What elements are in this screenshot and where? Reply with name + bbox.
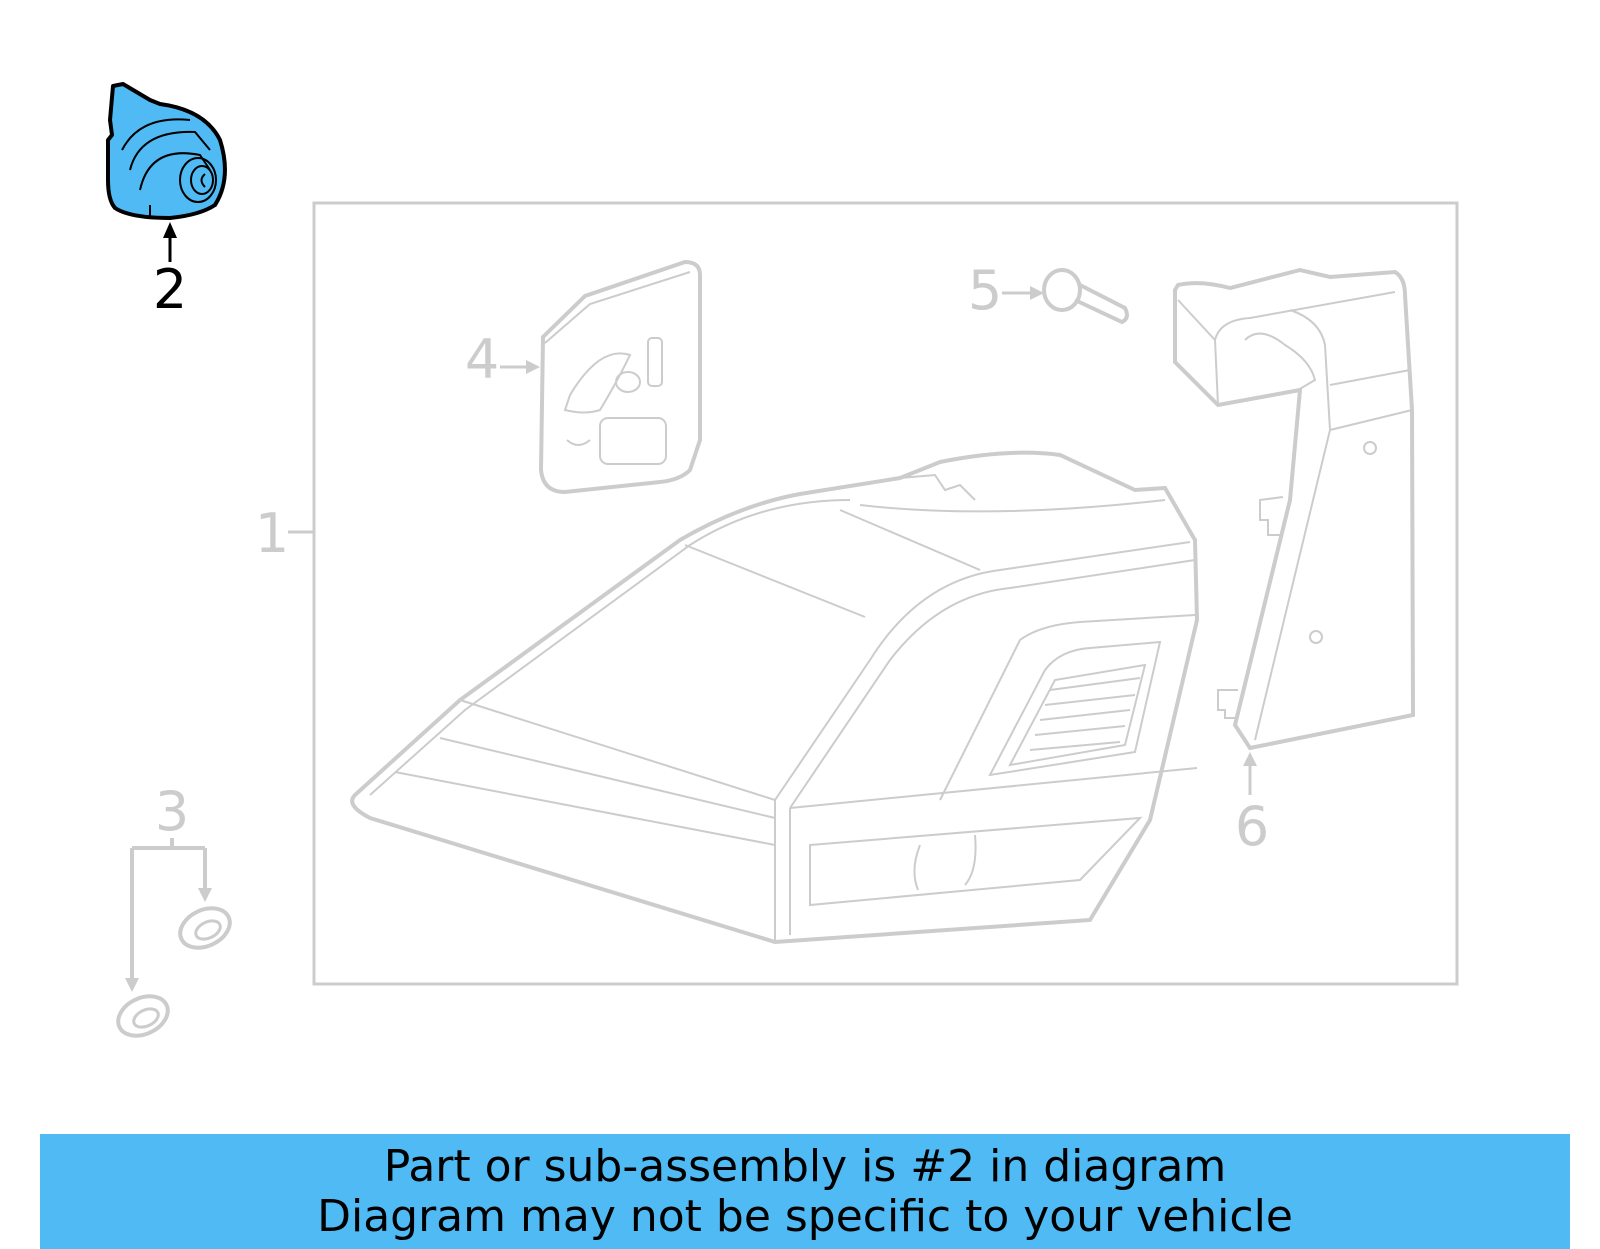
info-banner: Part or sub-assembly is #2 in diagram Di… <box>40 1134 1570 1249</box>
part-4-panel[interactable] <box>538 259 702 495</box>
part-1-tail-lamp[interactable] <box>350 450 1200 945</box>
svg-text:1: 1 <box>255 502 289 565</box>
banner-line-disclaimer: Diagram may not be specific to your vehi… <box>317 1190 1293 1242</box>
svg-text:3: 3 <box>155 780 189 843</box>
svg-text:5: 5 <box>968 259 1002 322</box>
svg-text:4: 4 <box>465 328 499 391</box>
svg-text:6: 6 <box>1235 795 1269 858</box>
part-3-nut-upper[interactable] <box>174 901 236 956</box>
part-2-socket[interactable] <box>106 82 227 220</box>
part-3-nut-lower[interactable] <box>112 989 174 1044</box>
callout-5: 5 <box>968 259 1044 322</box>
part-5-screw[interactable] <box>1042 268 1129 325</box>
callout-4: 4 <box>465 328 540 391</box>
callout-1: 1 <box>255 502 314 565</box>
part-6-bracket[interactable] <box>1173 267 1416 751</box>
assembly-frame <box>312 201 1459 986</box>
banner-line-part: Part or sub-assembly is #2 in diagram <box>383 1140 1227 1192</box>
callout-3: 3 <box>125 780 212 992</box>
callout-2: 2 <box>153 222 187 321</box>
svg-text:2: 2 <box>153 258 187 321</box>
callout-6: 6 <box>1235 752 1269 858</box>
